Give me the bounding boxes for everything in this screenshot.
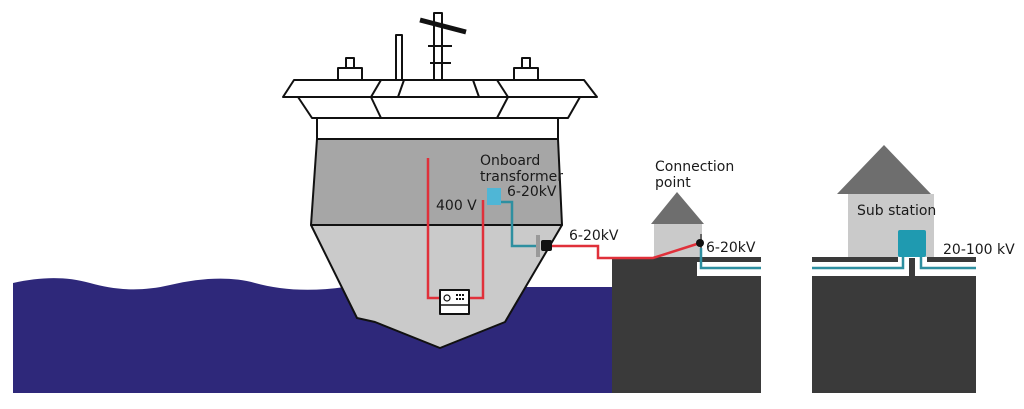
connection-point-voltage: 6-20kV: [706, 240, 756, 256]
connection-point-house: [651, 192, 704, 257]
substation-voltage: 20-100 kV: [943, 242, 1015, 258]
lv-cable-ship-left: [426, 158, 440, 300]
switchboard-dial-icon: [443, 294, 451, 302]
quay-ground: [612, 257, 761, 393]
connection-point-wall: [654, 224, 702, 257]
shore-cable: [552, 241, 701, 260]
lv-cable-ship-right: [469, 200, 485, 300]
onboard-transformer-voltage: 6-20kV: [507, 184, 557, 200]
ship-bollard-left-top: [345, 57, 355, 69]
substation-roof: [837, 145, 931, 194]
switchboard-keypad-icon: [456, 294, 464, 300]
ship-bollard-right-top: [521, 57, 531, 69]
hv-cable-shore: [699, 248, 761, 270]
sea: [13, 278, 612, 393]
connection-point-title-1: Connection: [655, 159, 734, 175]
onboard-transformer: [487, 188, 501, 205]
substation-title: Sub station: [857, 203, 936, 219]
onboard-transformer-label-2: transformer: [480, 169, 563, 185]
connection-point-socket: [696, 239, 704, 247]
substation-transformer: [898, 230, 926, 257]
switchboard: [439, 289, 470, 315]
ship-antenna: [395, 34, 403, 81]
onboard-lv-voltage: 400 V: [436, 198, 477, 214]
ship: [282, 12, 598, 349]
onboard-transformer-label-1: Onboard: [480, 153, 540, 169]
quay-surface: [704, 257, 761, 261]
connection-point-roof: [651, 192, 704, 224]
substation-surface-left: [812, 257, 898, 261]
substation-stem: [909, 258, 915, 276]
ship-deck-lower: [297, 96, 581, 119]
ship-outlet-socket: [541, 240, 552, 251]
hv-cable-ship: [500, 200, 538, 248]
ship-outlet-voltage: 6-20kV: [569, 228, 619, 244]
connection-point-title-2: point: [655, 175, 691, 191]
substation-surface-right: [927, 257, 976, 261]
ship-outlet-plate: [536, 235, 540, 257]
ship-hull-lower: [310, 224, 563, 349]
ship-bollard-left: [337, 67, 363, 81]
ship-deck-top: [282, 79, 598, 98]
ship-bridge: [316, 117, 559, 140]
ship-mast-yard: [419, 17, 467, 35]
ship-bollard-right: [513, 67, 539, 81]
substation-ground: [812, 257, 976, 393]
